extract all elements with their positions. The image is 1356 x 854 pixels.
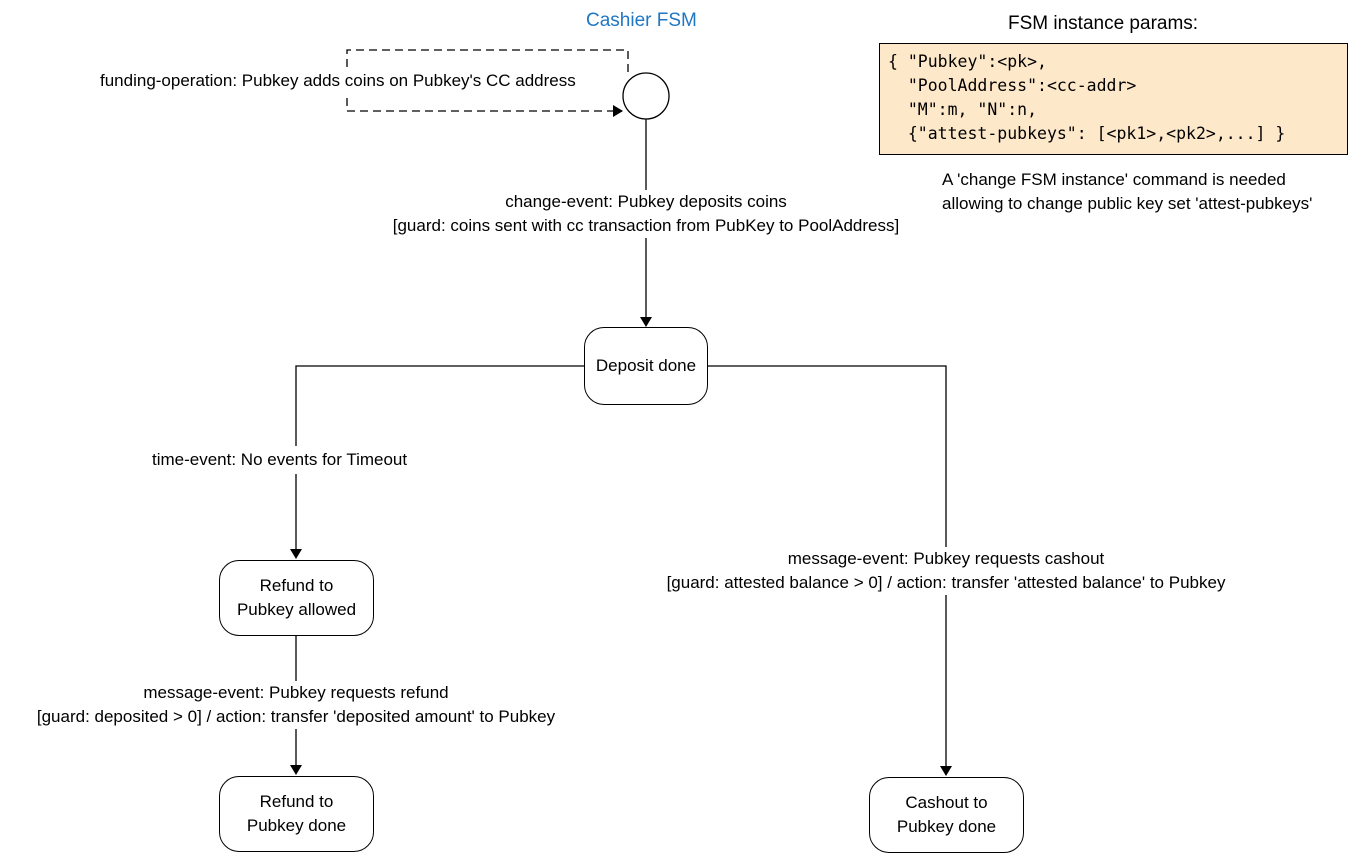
state-label: Deposit done: [595, 356, 697, 375]
state-label: Cashout to: [905, 793, 988, 812]
refund-message-label: message-event: Pubkey requests refund [g…: [8, 681, 584, 729]
change-event-label: change-event: Pubkey deposits coins [gua…: [372, 190, 920, 238]
state-cashout-done: Cashout to Pubkey done: [869, 777, 1024, 853]
params-line: "PoolAddress":<cc-addr>: [888, 76, 1137, 95]
refund-message-line: message-event: Pubkey requests refund: [143, 683, 449, 702]
cashout-message-line: message-event: Pubkey requests cashout: [787, 549, 1105, 568]
change-event-guard: [guard: coins sent with cc transaction f…: [392, 216, 900, 235]
params-line: { "Pubkey":<pk>,: [888, 52, 1047, 71]
cashout-message-guard: [guard: attested balance > 0] / action: …: [666, 573, 1226, 592]
state-deposit-done: Deposit done: [584, 327, 708, 405]
change-event-line: change-event: Pubkey deposits coins: [505, 192, 787, 211]
params-box: { "Pubkey":<pk>, "PoolAddress":<cc-addr>…: [879, 43, 1348, 155]
time-event-label: time-event: No events for Timeout: [150, 446, 410, 474]
cashout-message-label: message-event: Pubkey requests cashout […: [640, 547, 1252, 595]
state-refund-allowed: Refund to Pubkey allowed: [219, 560, 374, 636]
params-line: "M":m, "N":n,: [888, 100, 1038, 119]
params-note-line: A 'change FSM instance' command is neede…: [942, 170, 1286, 189]
time-event-arrow: [290, 365, 585, 559]
params-line: {"attest-pubkeys": [<pk1>,<pk2>,...] }: [888, 124, 1286, 143]
initial-state: [622, 72, 670, 120]
state-label: Refund to: [259, 576, 334, 595]
funding-loop-arrow: [346, 49, 629, 117]
state-label: Pubkey allowed: [236, 600, 357, 619]
params-header: FSM instance params:: [1008, 13, 1199, 34]
state-label: Pubkey done: [246, 816, 347, 835]
params-note: A 'change FSM instance' command is neede…: [942, 168, 1312, 216]
state-label: Refund to: [259, 792, 334, 811]
funding-label: funding-operation: Pubkey adds coins on …: [98, 69, 578, 93]
state-refund-done: Refund to Pubkey done: [219, 776, 374, 852]
cashout-arrow: [707, 365, 952, 776]
refund-message-guard: [guard: deposited > 0] / action: transfe…: [36, 707, 556, 726]
diagram-title: Cashier FSM: [586, 10, 697, 31]
state-label: Pubkey done: [896, 817, 997, 836]
params-note-line: allowing to change public key set 'attes…: [942, 194, 1313, 213]
